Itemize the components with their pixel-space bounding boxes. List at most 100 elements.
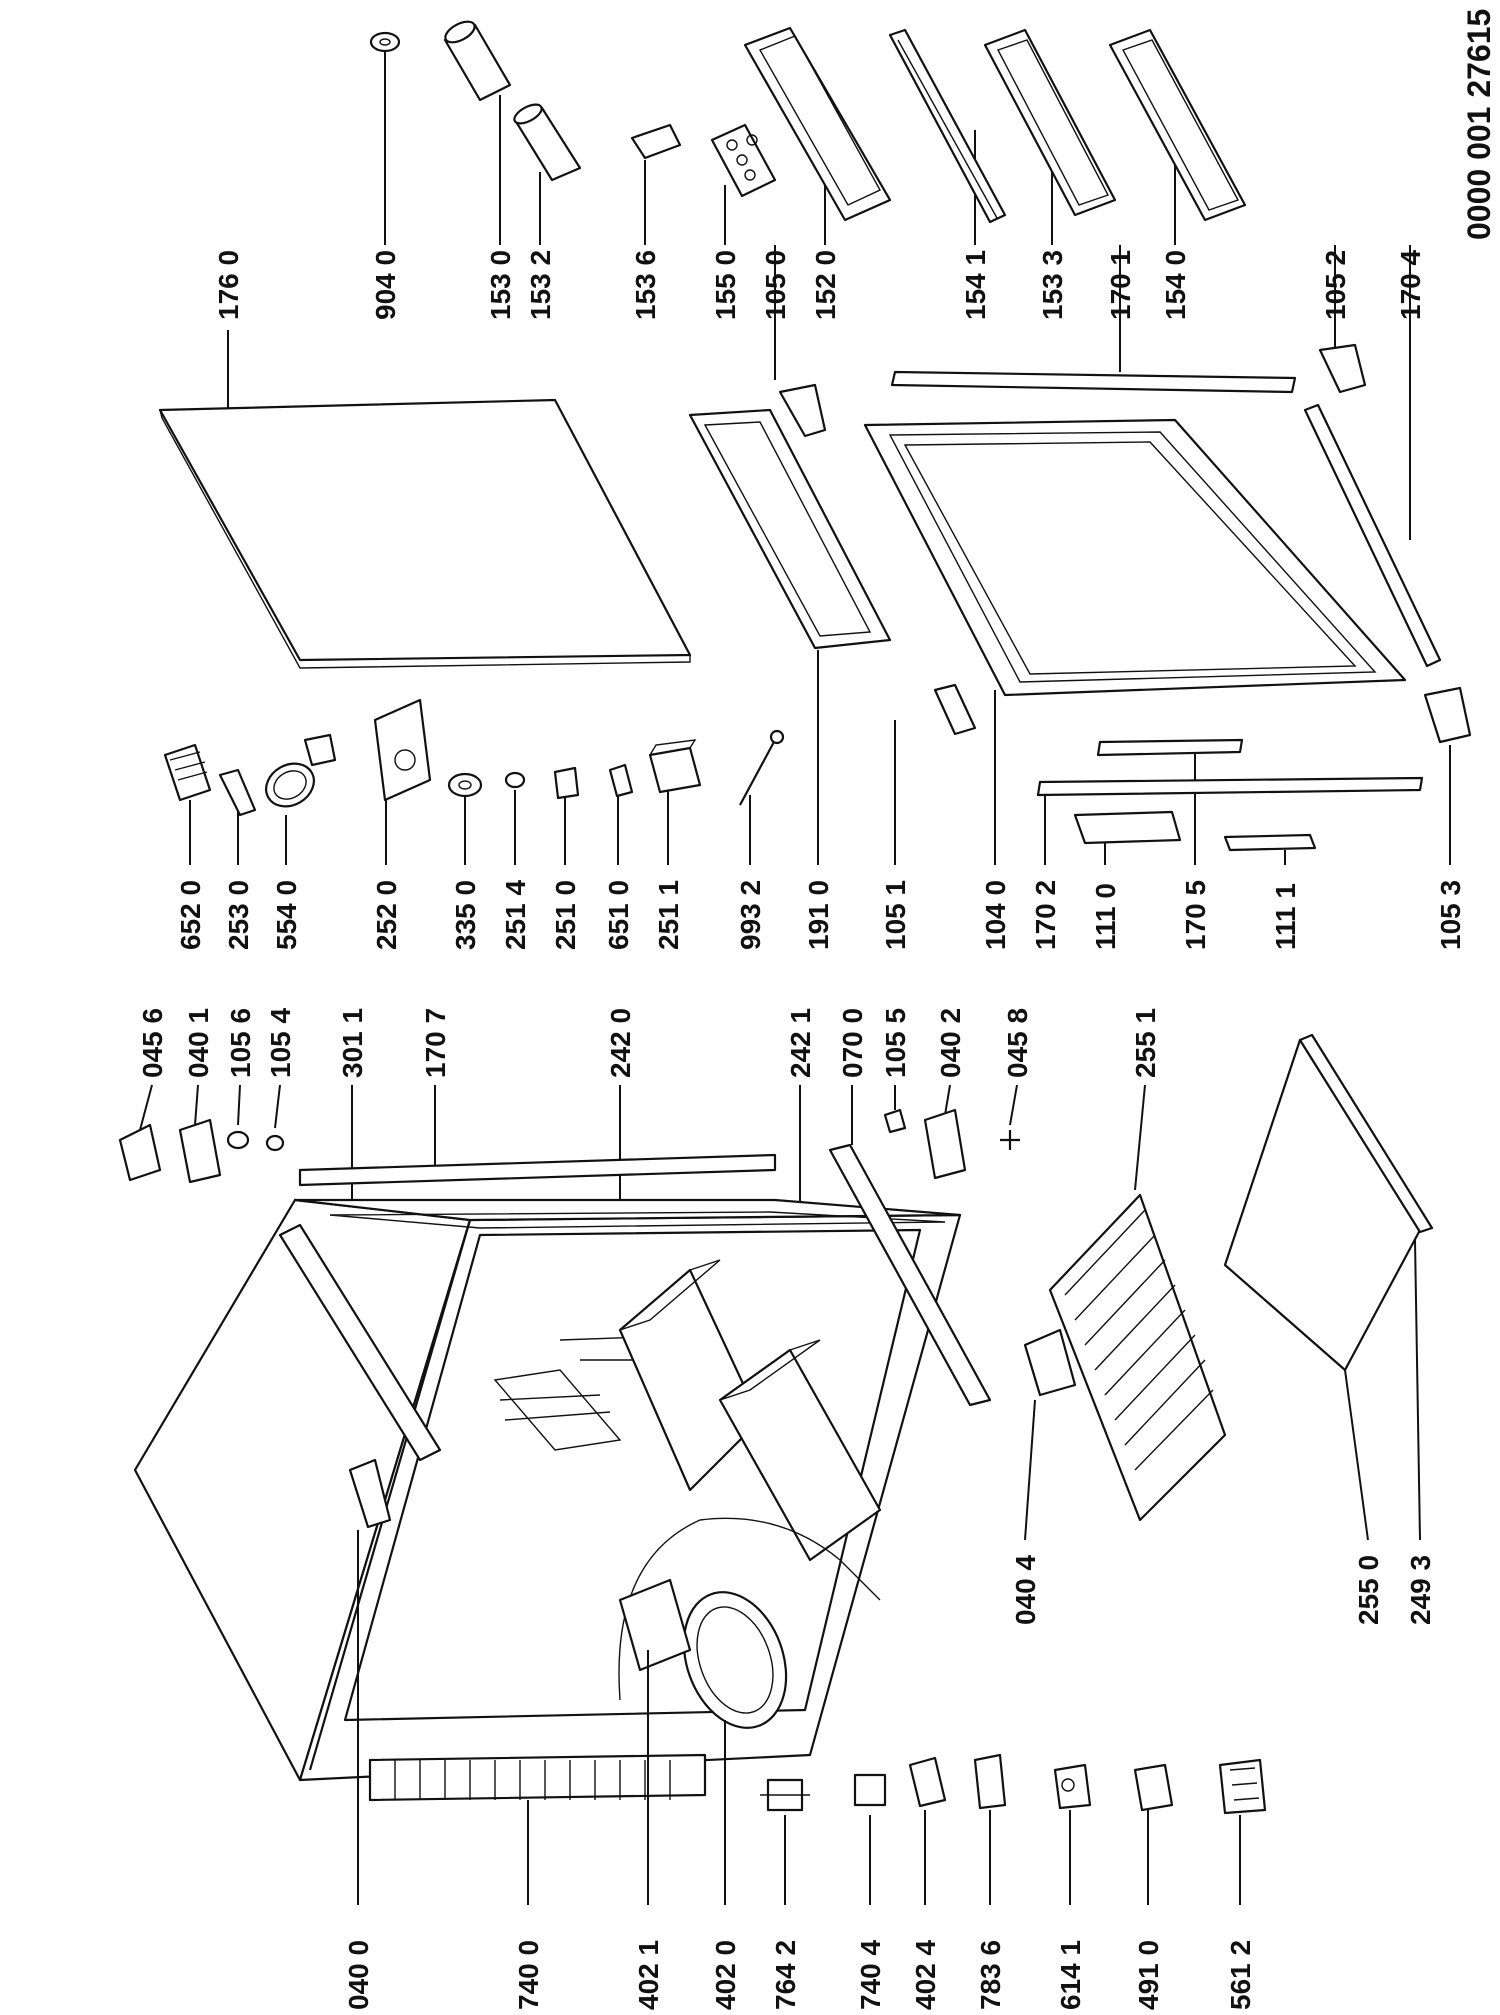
bottom-leaders [357, 1239, 1421, 1905]
document-id: 0000 001 27615 [1461, 9, 1497, 240]
top-labels: 904 0 153 0 153 2 153 6 155 0 105 0 152 … [213, 250, 1426, 320]
part-402-4-clip [908, 1756, 947, 1808]
bottom-parts [760, 1753, 1267, 1815]
label-040-2: 040 2 [935, 1008, 966, 1078]
label-170-7: 170 7 [420, 1008, 451, 1078]
part-045-6-pin [118, 1123, 162, 1182]
part-614-1-relay [1053, 1763, 1092, 1810]
part-783-6-cable [973, 1753, 1007, 1810]
label-251-0: 251 0 [550, 880, 581, 950]
part-740-0-condenser [368, 1753, 707, 1802]
part-170-7-strip [298, 1153, 777, 1187]
label-153-2: 153 2 [525, 250, 556, 320]
label-040-4: 040 4 [1010, 1555, 1041, 1625]
label-651-0: 651 0 [603, 880, 634, 950]
label-111-0: 111 0 [1090, 883, 1121, 950]
part-111-0-plate [1073, 810, 1182, 845]
label-070-0: 070 0 [837, 1008, 868, 1078]
label-402-0: 402 0 [710, 1940, 741, 2010]
label-251-1: 251 1 [653, 880, 684, 950]
part-491-0-cover [1133, 1763, 1174, 1812]
part-153-3-door-shelf [983, 28, 1117, 217]
part-155-0-egg-tray [710, 123, 777, 198]
label-153-6: 153 6 [630, 250, 661, 320]
part-402-1-relay [618, 1578, 692, 1672]
label-491-0: 491 0 [1133, 1940, 1164, 2010]
part-105-1-hinge [933, 683, 977, 736]
part-154-0-door-shelf [1108, 28, 1247, 222]
label-040-1: 040 1 [183, 1008, 214, 1078]
label-045-8: 045 8 [1002, 1008, 1033, 1078]
part-070-0-bar [828, 1143, 992, 1407]
label-105-6: 105 6 [225, 1008, 256, 1078]
label-253-0: 253 0 [223, 880, 254, 950]
part-105-3-hinge [1423, 686, 1472, 744]
part-255-0-glass-shelf [1223, 1038, 1422, 1372]
part-402-0-compressor [682, 1591, 788, 1729]
upper-cabinet-leaders [139, 1084, 1146, 1215]
part-335-0-knob [447, 772, 483, 798]
part-255-1-shelf [1048, 1193, 1227, 1522]
label-153-0: 153 0 [485, 250, 516, 320]
part-251-1-box [648, 739, 702, 794]
label-904-0: 904 0 [370, 250, 401, 320]
part-301-1-evaporator [278, 1223, 442, 1462]
label-652-0: 652 0 [175, 880, 206, 950]
label-155-0: 155 0 [710, 250, 741, 320]
label-255-1: 255 1 [1130, 1008, 1161, 1078]
part-040-2-hinge [923, 1108, 967, 1180]
label-170-5: 170 5 [1180, 880, 1211, 950]
upper-cabinet-labels: 045 6 040 1 105 6 105 4 301 1 170 7 242 … [137, 1008, 1161, 1078]
label-105-1: 105 1 [880, 880, 911, 950]
label-993-2: 993 2 [735, 880, 766, 950]
label-561-2: 561 2 [1225, 1940, 1256, 2010]
part-170-5-strip [1096, 738, 1244, 757]
part-904-0-washer [369, 31, 401, 53]
part-153-6-clip [630, 123, 682, 160]
label-242-1: 242 1 [785, 1008, 816, 1078]
label-249-3: 249 3 [1405, 1555, 1436, 1625]
part-104-0-door [863, 418, 1407, 697]
part-040-4-hinge [1023, 1328, 1077, 1397]
middle-labels: 652 0 253 0 554 0 252 0 335 0 251 4 251 … [175, 880, 1466, 950]
part-105-6-cap [226, 1130, 250, 1150]
label-176-0: 176 0 [213, 250, 244, 320]
bottom-labels: 040 0 740 0 402 1 402 0 764 2 740 4 402 … [343, 1555, 1436, 2010]
part-105-5-pin [883, 1108, 907, 1134]
part-191-0-frame [688, 408, 892, 650]
part-154-1-rail [888, 28, 1007, 224]
part-105-4-cap [265, 1134, 285, 1152]
part-170-4-rod [1303, 403, 1442, 668]
label-170-2: 170 2 [1030, 880, 1061, 950]
part-249-3-trim [1298, 1033, 1434, 1234]
part-242-1-crisper [718, 1348, 882, 1562]
part-170-1-strip [890, 370, 1297, 394]
middle-leaders [189, 650, 1451, 865]
label-154-1: 154 1 [960, 250, 991, 320]
part-040-1-hinge [178, 1118, 222, 1184]
part-153-0-bottle-holder [443, 20, 512, 102]
label-783-6: 783 6 [975, 1940, 1006, 2010]
label-105-3: 105 3 [1435, 880, 1466, 950]
part-045-8-screw [1000, 1130, 1020, 1150]
label-040-0: 040 0 [343, 1940, 374, 2010]
part-253-0-knob-shaft [218, 768, 257, 817]
label-111-1: 111 1 [1270, 883, 1301, 950]
label-191-0: 191 0 [803, 880, 834, 950]
label-255-0: 255 0 [1353, 1555, 1384, 1625]
label-402-4: 402 4 [910, 1940, 941, 2010]
part-993-2-sensor [739, 729, 785, 806]
part-561-2-connector [1218, 1758, 1267, 1815]
label-104-0: 104 0 [980, 880, 1011, 950]
label-251-4: 251 4 [500, 880, 531, 950]
label-152-0: 152 0 [810, 250, 841, 320]
label-554-0: 554 0 [271, 880, 302, 950]
label-301-1: 301 1 [337, 1008, 368, 1078]
part-251-0-bracket [553, 766, 580, 800]
part-040-0-hinge [348, 1458, 392, 1529]
label-764-2: 764 2 [770, 1940, 801, 2010]
part-105-0-hinge [778, 383, 827, 438]
label-335-0: 335 0 [450, 880, 481, 950]
label-105-4: 105 4 [265, 1008, 296, 1078]
